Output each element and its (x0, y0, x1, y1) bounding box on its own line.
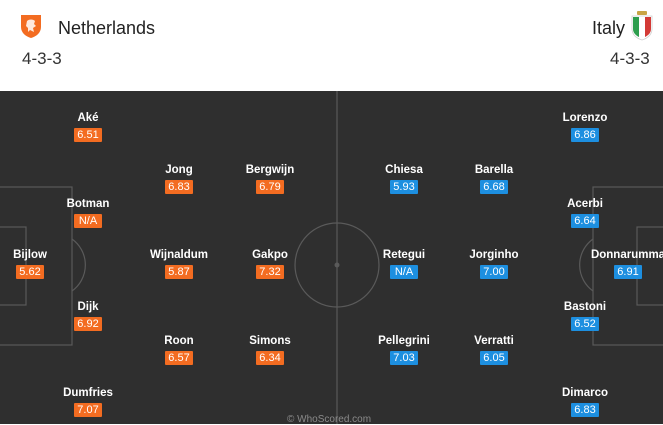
player-rating-badge: 6.91 (614, 265, 642, 279)
player-name: Retegui (382, 249, 426, 261)
netherlands-lion-icon (18, 13, 44, 39)
player-card[interactable]: Bastoni 6.52 (545, 300, 625, 332)
player-name: Bijlow (13, 249, 47, 261)
player-rating-badge: 6.79 (256, 180, 284, 194)
player-name: Lorenzo (562, 112, 608, 124)
player-rating-badge: 6.52 (571, 317, 599, 331)
player-card[interactable]: Bijlow 5.62 (0, 248, 70, 280)
player-rating-badge: 6.34 (256, 351, 284, 365)
player-card[interactable]: Gakpo 7.32 (230, 248, 310, 280)
player-name: Gakpo (252, 249, 288, 261)
player-name: Jorginho (469, 249, 519, 261)
italy-crest-icon (631, 11, 653, 41)
player-rating-badge: 5.62 (16, 265, 44, 279)
player-card[interactable]: Simons 6.34 (230, 334, 310, 366)
player-card[interactable]: Roon 6.57 (139, 334, 219, 366)
player-name: Simons (249, 335, 291, 347)
player-card[interactable]: Jorginho 7.00 (454, 248, 534, 280)
player-rating-badge: 6.51 (74, 128, 102, 142)
player-card[interactable]: Lorenzo 6.86 (545, 111, 625, 143)
player-card[interactable]: Verratti 6.05 (454, 334, 534, 366)
player-name: Bergwijn (245, 164, 295, 176)
player-card[interactable]: Wijnaldum 5.87 (139, 248, 219, 280)
watermark: © WhoScored.com (287, 414, 372, 425)
player-name: Botman (66, 198, 110, 210)
player-card[interactable]: Aké 6.51 (48, 111, 128, 143)
player-rating-badge: 7.32 (256, 265, 284, 279)
player-name: Donnarumma (590, 249, 663, 261)
player-card[interactable]: Dimarco 6.83 (545, 386, 625, 418)
player-card[interactable]: Bergwijn 6.79 (230, 163, 310, 195)
player-name: Roon (164, 335, 194, 347)
player-rating-badge: 6.86 (571, 128, 599, 142)
player-card[interactable]: Dumfries 7.07 (48, 386, 128, 418)
player-rating-badge: 6.57 (165, 351, 193, 365)
player-card[interactable]: Chiesa 5.93 (364, 163, 444, 195)
player-card[interactable]: Donnarumma 6.91 (588, 248, 663, 280)
player-name: Dijk (77, 301, 99, 313)
player-rating-badge: N/A (74, 214, 102, 228)
player-rating-badge: 6.64 (571, 214, 599, 228)
player-card[interactable]: Barella 6.68 (454, 163, 534, 195)
player-name: Dumfries (63, 387, 113, 399)
player-card[interactable]: Pellegrini 7.03 (364, 334, 444, 366)
player-rating-badge: 6.05 (480, 351, 508, 365)
player-card[interactable]: Dijk 6.92 (48, 300, 128, 332)
match-header: Netherlands 4-3-3 Italy 4-3-3 (0, 0, 663, 88)
pitch-markings (0, 91, 663, 424)
player-rating-badge: 6.92 (74, 317, 102, 331)
player-name: Jong (165, 164, 193, 176)
player-name: Aké (77, 112, 99, 124)
home-formation: 4-3-3 (22, 49, 62, 68)
player-name: Acerbi (567, 198, 603, 210)
player-rating-badge: 7.03 (390, 351, 418, 365)
player-card[interactable]: Acerbi 6.64 (545, 197, 625, 229)
away-team-name[interactable]: Italy (592, 18, 626, 38)
player-rating-badge: 6.68 (480, 180, 508, 194)
player-rating-badge: N/A (390, 265, 418, 279)
player-name: Dimarco (561, 387, 609, 399)
player-rating-badge: 5.93 (390, 180, 418, 194)
player-rating-badge: 7.00 (480, 265, 508, 279)
player-rating-badge: 7.07 (74, 403, 102, 417)
player-rating-badge: 6.83 (571, 403, 599, 417)
player-name: Barella (474, 164, 514, 176)
player-rating-badge: 6.83 (165, 180, 193, 194)
player-name: Wijnaldum (149, 249, 209, 261)
home-team-name[interactable]: Netherlands (58, 18, 156, 38)
player-rating-badge: 5.87 (165, 265, 193, 279)
player-name: Verratti (474, 335, 514, 347)
player-name: Pellegrini (378, 335, 430, 347)
player-card[interactable]: Jong 6.83 (139, 163, 219, 195)
away-formation: 4-3-3 (610, 49, 650, 68)
player-name: Bastoni (563, 301, 607, 313)
player-name: Chiesa (385, 164, 423, 176)
